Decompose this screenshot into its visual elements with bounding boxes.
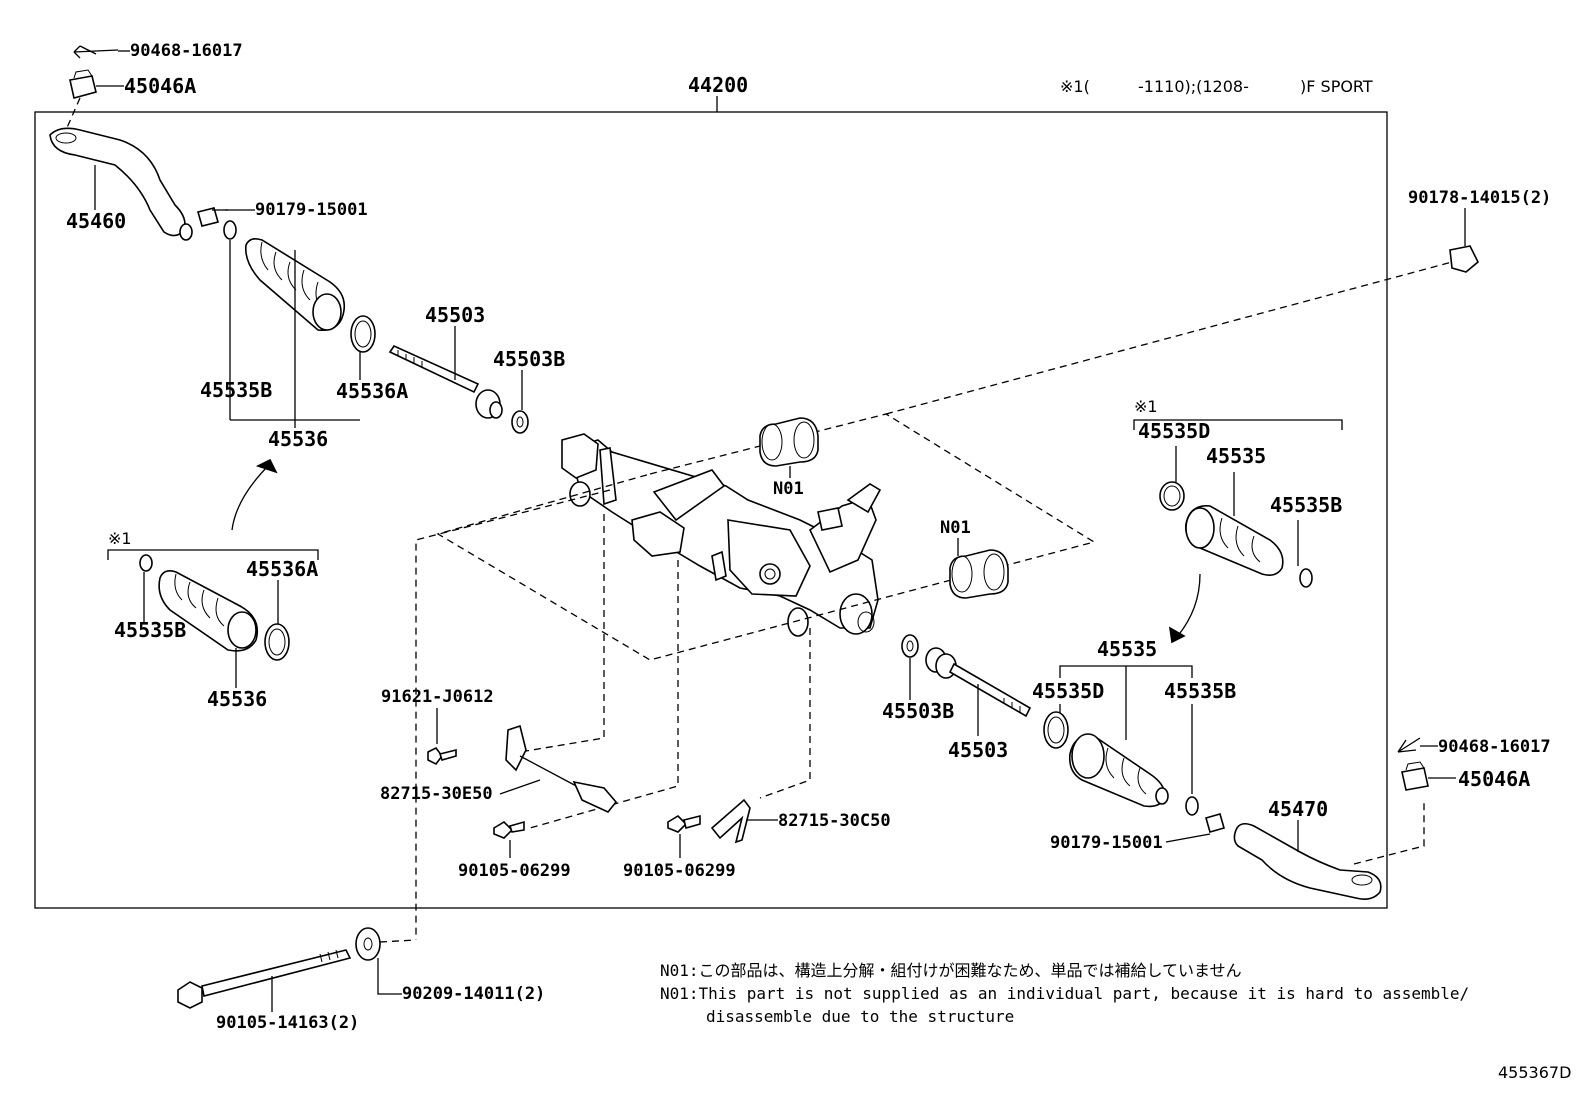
clamp-small-right-lower (1185, 796, 1199, 816)
assembly-number: 44200 (688, 73, 748, 97)
clamp-large-right-lower (1043, 711, 1069, 749)
bolt-90105-14163 (177, 949, 352, 1009)
note-line-2: N01:This part is not supplied as an indi… (660, 984, 1469, 1003)
arrow-right (1175, 573, 1201, 639)
label-90209: 90209-14011(2) (402, 984, 545, 1004)
label-n01-upper: N01 (773, 479, 804, 499)
arrow-left (231, 463, 271, 531)
note-line-3: disassemble due to the structure (706, 1007, 1014, 1026)
clamp-small-left (223, 220, 237, 240)
label-n01-lower: N01 (940, 518, 971, 538)
inner-tie-rod-right (925, 647, 1032, 718)
label-90468-left: 90468-16017 (130, 41, 243, 61)
label-45536A-left: 45536A (336, 379, 408, 403)
lock-nut-left (197, 207, 219, 227)
label-45503B-left: 45503B (493, 347, 565, 371)
boot-right-lower (1068, 733, 1169, 808)
castle-nut-right (1401, 761, 1429, 791)
clamp-large-left-lower (264, 623, 290, 661)
note-range: -1110);(1208- (1138, 77, 1249, 96)
label-90179-left: 90179-15001 (255, 200, 368, 220)
cotter-pin-right (1397, 737, 1421, 753)
label-45460: 45460 (66, 209, 126, 233)
lock-washer-right (901, 634, 919, 658)
figure-id: 455367D (1498, 1063, 1571, 1082)
steering-gear-housing (561, 433, 882, 637)
clamp-small-right-upper (1299, 568, 1313, 588)
label-45503-right: 45503 (948, 738, 1008, 762)
label-45535-right: 45535 (1206, 444, 1266, 468)
label-45535B-left2: 45535B (114, 618, 186, 642)
label-90105-14163: 90105-14163(2) (216, 1013, 359, 1033)
washer-90209 (355, 927, 381, 961)
label-45536-left: 45536 (268, 427, 328, 451)
label-45535B-left: 45535B (200, 378, 272, 402)
clamp-large-right-upper (1159, 481, 1185, 511)
clamp-small-left-lower (139, 554, 153, 572)
label-90105-a: 90105-06299 (458, 861, 571, 881)
tie-rod-end-left (49, 127, 193, 241)
bracket-82715-30C50 (710, 798, 751, 844)
bolt-90105-b (667, 814, 701, 833)
label-45046A-right: 45046A (1458, 767, 1530, 791)
label-45536A-left2: 45536A (246, 557, 318, 581)
bushing-n01-upper (759, 417, 819, 467)
note-mark: ※1( (1060, 77, 1090, 96)
label-45470: 45470 (1268, 797, 1328, 821)
label-45046A-left: 45046A (124, 74, 196, 98)
nut-90178 (1449, 245, 1479, 273)
label-82715-30E50: 82715-30E50 (380, 784, 493, 804)
label-45535B-right: 45535B (1270, 493, 1342, 517)
boot-left-lower (158, 570, 259, 652)
lock-washer-left (511, 410, 529, 434)
cotter-pin-left (73, 45, 119, 59)
clamp-large-left (350, 315, 376, 353)
bolt-91621 (427, 746, 457, 766)
label-90468-right: 90468-16017 (1438, 737, 1551, 757)
tie-rod-end-right (1233, 822, 1382, 900)
label-45503-left: 45503 (425, 303, 485, 327)
label-90105-b: 90105-06299 (623, 861, 736, 881)
label-45535D-right2: 45535D (1032, 679, 1104, 703)
label-45503B-right: 45503B (882, 699, 954, 723)
label-90178: 90178-14015(2) (1408, 188, 1551, 208)
assembly-frame (34, 111, 1388, 909)
boot-right-upper (1184, 505, 1284, 576)
lock-nut-right (1205, 813, 1225, 833)
note-trim: )F SPORT (1300, 77, 1373, 96)
label-45536-left2: 45536 (207, 687, 267, 711)
mark1-left: ※1 (108, 529, 132, 548)
inner-tie-rod-left (388, 344, 503, 419)
mark1-right: ※1 (1134, 397, 1158, 416)
label-45535D-right: 45535D (1138, 419, 1210, 443)
label-45535-right2: 45535 (1097, 637, 1157, 661)
label-90179-right: 90179-15001 (1050, 833, 1163, 853)
bolt-90105-a (493, 820, 525, 839)
label-45535B-right2: 45535B (1164, 679, 1236, 703)
bushing-n01-lower (949, 549, 1009, 599)
note-line-1: N01:この部品は、構造上分解・組付けが困難なため、単品では補給していません (660, 961, 1242, 980)
label-82715-30C50: 82715-30C50 (778, 811, 891, 831)
label-91621: 91621-J0612 (381, 687, 494, 707)
sensor-bracket-82715-30E50 (505, 724, 618, 813)
castle-nut-left (69, 69, 97, 99)
